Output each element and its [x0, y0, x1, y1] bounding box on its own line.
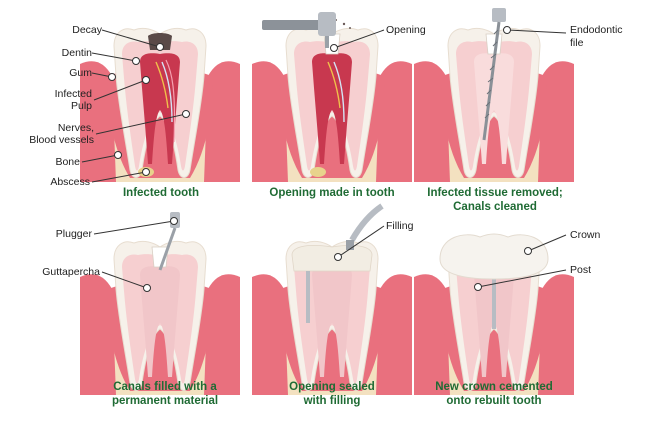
label-abscess: Abscess	[50, 176, 90, 188]
caption-line: Opening sealed	[289, 381, 375, 393]
label-infected: Infected	[54, 88, 92, 100]
label-opening: Opening	[386, 24, 426, 36]
label-file: file	[570, 37, 584, 49]
caption-line: permanent material	[111, 395, 219, 407]
label-pulp: Pulp	[70, 100, 92, 112]
caption-opening-made: Opening made in tooth	[252, 186, 412, 200]
caption-infected-tooth: Infected tooth	[96, 186, 226, 200]
caption-line: onto rebuilt tooth	[446, 395, 542, 407]
caption-line: Infected tissue removed;	[427, 187, 563, 199]
label-plugger: Plugger	[55, 228, 92, 240]
caption-line: New crown cemented	[435, 381, 553, 393]
label-blood-vessels: Blood vessels	[29, 134, 94, 146]
label-filling: Filling	[386, 220, 414, 232]
caption-opening-sealed: Opening sealed with filling	[262, 380, 402, 408]
label-nerves: Nerves,	[57, 122, 94, 134]
caption-canals-filled: Canals filled with a permanent material	[90, 380, 240, 408]
label-dentin: Dentin	[61, 47, 92, 59]
caption-line: Opening made in tooth	[269, 187, 395, 199]
label-crown: Crown	[570, 229, 601, 241]
label-bone: Bone	[55, 156, 80, 168]
label-guttapercha: Guttapercha	[42, 266, 100, 278]
caption-line: with filling	[303, 395, 361, 407]
label-decay: Decay	[72, 24, 102, 36]
caption-line: Canals filled with a	[113, 381, 217, 393]
label-gum: Gum	[69, 67, 92, 79]
caption-line: Infected tooth	[122, 187, 200, 199]
caption-line: Canals cleaned	[453, 201, 537, 213]
caption-new-crown: New crown cemented onto rebuilt tooth	[424, 380, 564, 408]
caption-tissue-removed: Infected tissue removed; Canals cleaned	[420, 186, 570, 214]
label-post: Post	[570, 264, 592, 276]
label-endodontic: Endodontic	[570, 24, 623, 36]
